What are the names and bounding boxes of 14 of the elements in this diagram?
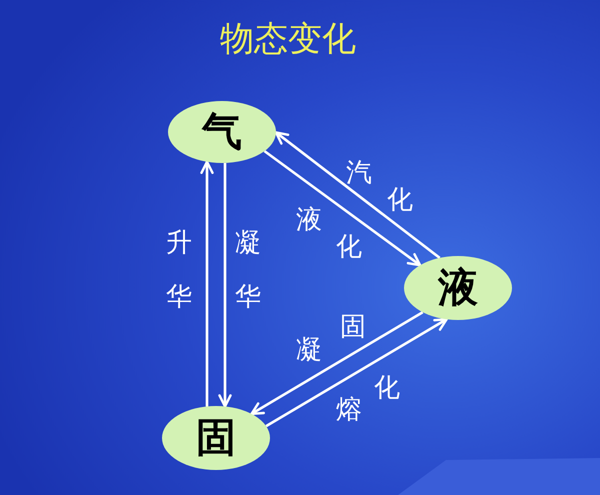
edge-label: 熔化: [336, 375, 400, 423]
edge-label: 凝华: [235, 230, 261, 310]
title: 物态变化: [220, 21, 356, 58]
state-label: 液: [438, 267, 478, 309]
edge-label: 凝固: [296, 314, 366, 363]
state-label: 固: [196, 417, 236, 459]
arrow: [264, 150, 422, 266]
edge-label: 升华: [166, 230, 192, 310]
state-label: 气: [202, 111, 242, 153]
arrow: [274, 131, 440, 259]
arrow: [265, 318, 448, 428]
arrow: [218, 162, 232, 408]
arrow: [200, 160, 214, 406]
arrow: [250, 311, 424, 416]
